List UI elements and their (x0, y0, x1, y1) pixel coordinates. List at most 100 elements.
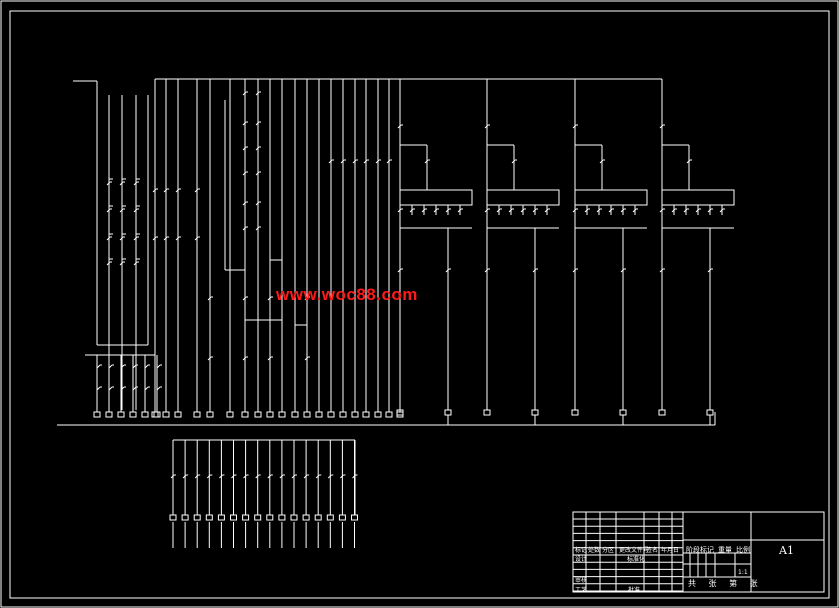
contact-mark (119, 181, 124, 186)
sheet-count: 共 张 第 张 (688, 579, 763, 588)
contact-mark (255, 121, 260, 126)
contact-mark (106, 236, 111, 241)
contact-mark (433, 208, 438, 213)
header-cell-4: 签名 (646, 547, 659, 554)
contact-mark (719, 208, 724, 213)
terminal-box (315, 411, 323, 418)
contact-mark (303, 474, 308, 479)
terminal-box (117, 411, 125, 418)
terminal-box (444, 409, 452, 416)
contact-mark (496, 208, 501, 213)
contact-mark (445, 208, 450, 213)
contact-mark (255, 91, 260, 96)
contact-mark (397, 208, 402, 213)
contact-mark (328, 159, 333, 164)
contact-mark (175, 188, 180, 193)
contact-mark (352, 159, 357, 164)
contact-mark (231, 474, 235, 479)
contact-mark (544, 208, 549, 213)
contact-mark (707, 268, 712, 273)
approve-label: 批准 (628, 587, 641, 594)
contact-mark (108, 364, 113, 369)
terminal-box (302, 514, 310, 521)
contact-mark (267, 296, 272, 301)
contact-mark (242, 226, 247, 231)
contact-mark (175, 236, 180, 241)
group-box (486, 189, 560, 206)
terminal-box (362, 411, 370, 418)
contact-mark (279, 474, 284, 479)
contact-mark (133, 261, 138, 266)
contact-mark (484, 268, 489, 273)
contact-mark (340, 159, 345, 164)
contact-mark (304, 356, 309, 361)
contact-mark (194, 188, 199, 193)
terminal-box (483, 409, 491, 416)
contact-mark (219, 474, 223, 479)
terminal-box (169, 514, 177, 521)
contact-mark (133, 181, 138, 186)
contact-mark (96, 386, 101, 391)
contact-mark (686, 159, 691, 164)
terminal-box (254, 514, 262, 521)
contact-mark (133, 208, 138, 213)
contact-mark (152, 236, 157, 241)
contact-mark (397, 268, 402, 273)
terminal-box (291, 411, 299, 418)
contact-mark (572, 124, 577, 129)
contact-mark (163, 188, 168, 193)
terminal-box (327, 411, 335, 418)
header-cell-2: 分区 (602, 547, 615, 554)
contact-mark (194, 474, 199, 479)
terminal-box (571, 409, 579, 416)
contact-mark (163, 236, 168, 241)
title-block-grid (572, 511, 825, 593)
contact-mark (421, 208, 426, 213)
contact-mark (375, 159, 380, 164)
contact-mark (119, 261, 124, 266)
contact-mark (397, 124, 402, 129)
standardization-label: 标准化 (627, 556, 646, 563)
contact-mark (194, 236, 199, 241)
contact-mark (620, 208, 625, 213)
terminal-box (151, 411, 159, 418)
contact-mark (120, 386, 125, 391)
title-block-frame (572, 511, 825, 593)
contact-mark (445, 268, 450, 273)
terminal-box (619, 409, 627, 416)
contact-mark (133, 236, 138, 241)
sheet-size-label: A1 (779, 544, 794, 557)
contact-mark (671, 208, 676, 213)
terminal-box (129, 411, 137, 418)
contact-mark (182, 474, 187, 479)
contact-mark (695, 208, 700, 213)
contact-mark (242, 171, 247, 176)
terminal-box (193, 514, 201, 521)
contact-mark (457, 208, 462, 213)
contact-mark (120, 364, 125, 369)
terminal-box (105, 411, 113, 418)
terminal-box (226, 411, 234, 418)
terminal-box (162, 411, 170, 418)
contact-mark (363, 159, 368, 164)
contact-mark (659, 268, 664, 273)
terminal-box (242, 514, 250, 521)
terminal-box (141, 411, 149, 418)
contact-mark (242, 201, 247, 206)
contact-mark (243, 474, 247, 479)
contact-mark (291, 474, 296, 479)
contact-mark (242, 91, 247, 96)
terminal-box (314, 514, 322, 521)
contact-mark (144, 364, 149, 369)
terminal-box (266, 411, 274, 418)
contact-mark (532, 208, 537, 213)
contact-mark (119, 236, 124, 241)
terminal-box (303, 411, 311, 418)
contact-mark (572, 268, 577, 273)
contact-mark (596, 208, 601, 213)
group-box (399, 189, 473, 206)
contact-mark (242, 146, 247, 151)
contact-mark (96, 364, 101, 369)
